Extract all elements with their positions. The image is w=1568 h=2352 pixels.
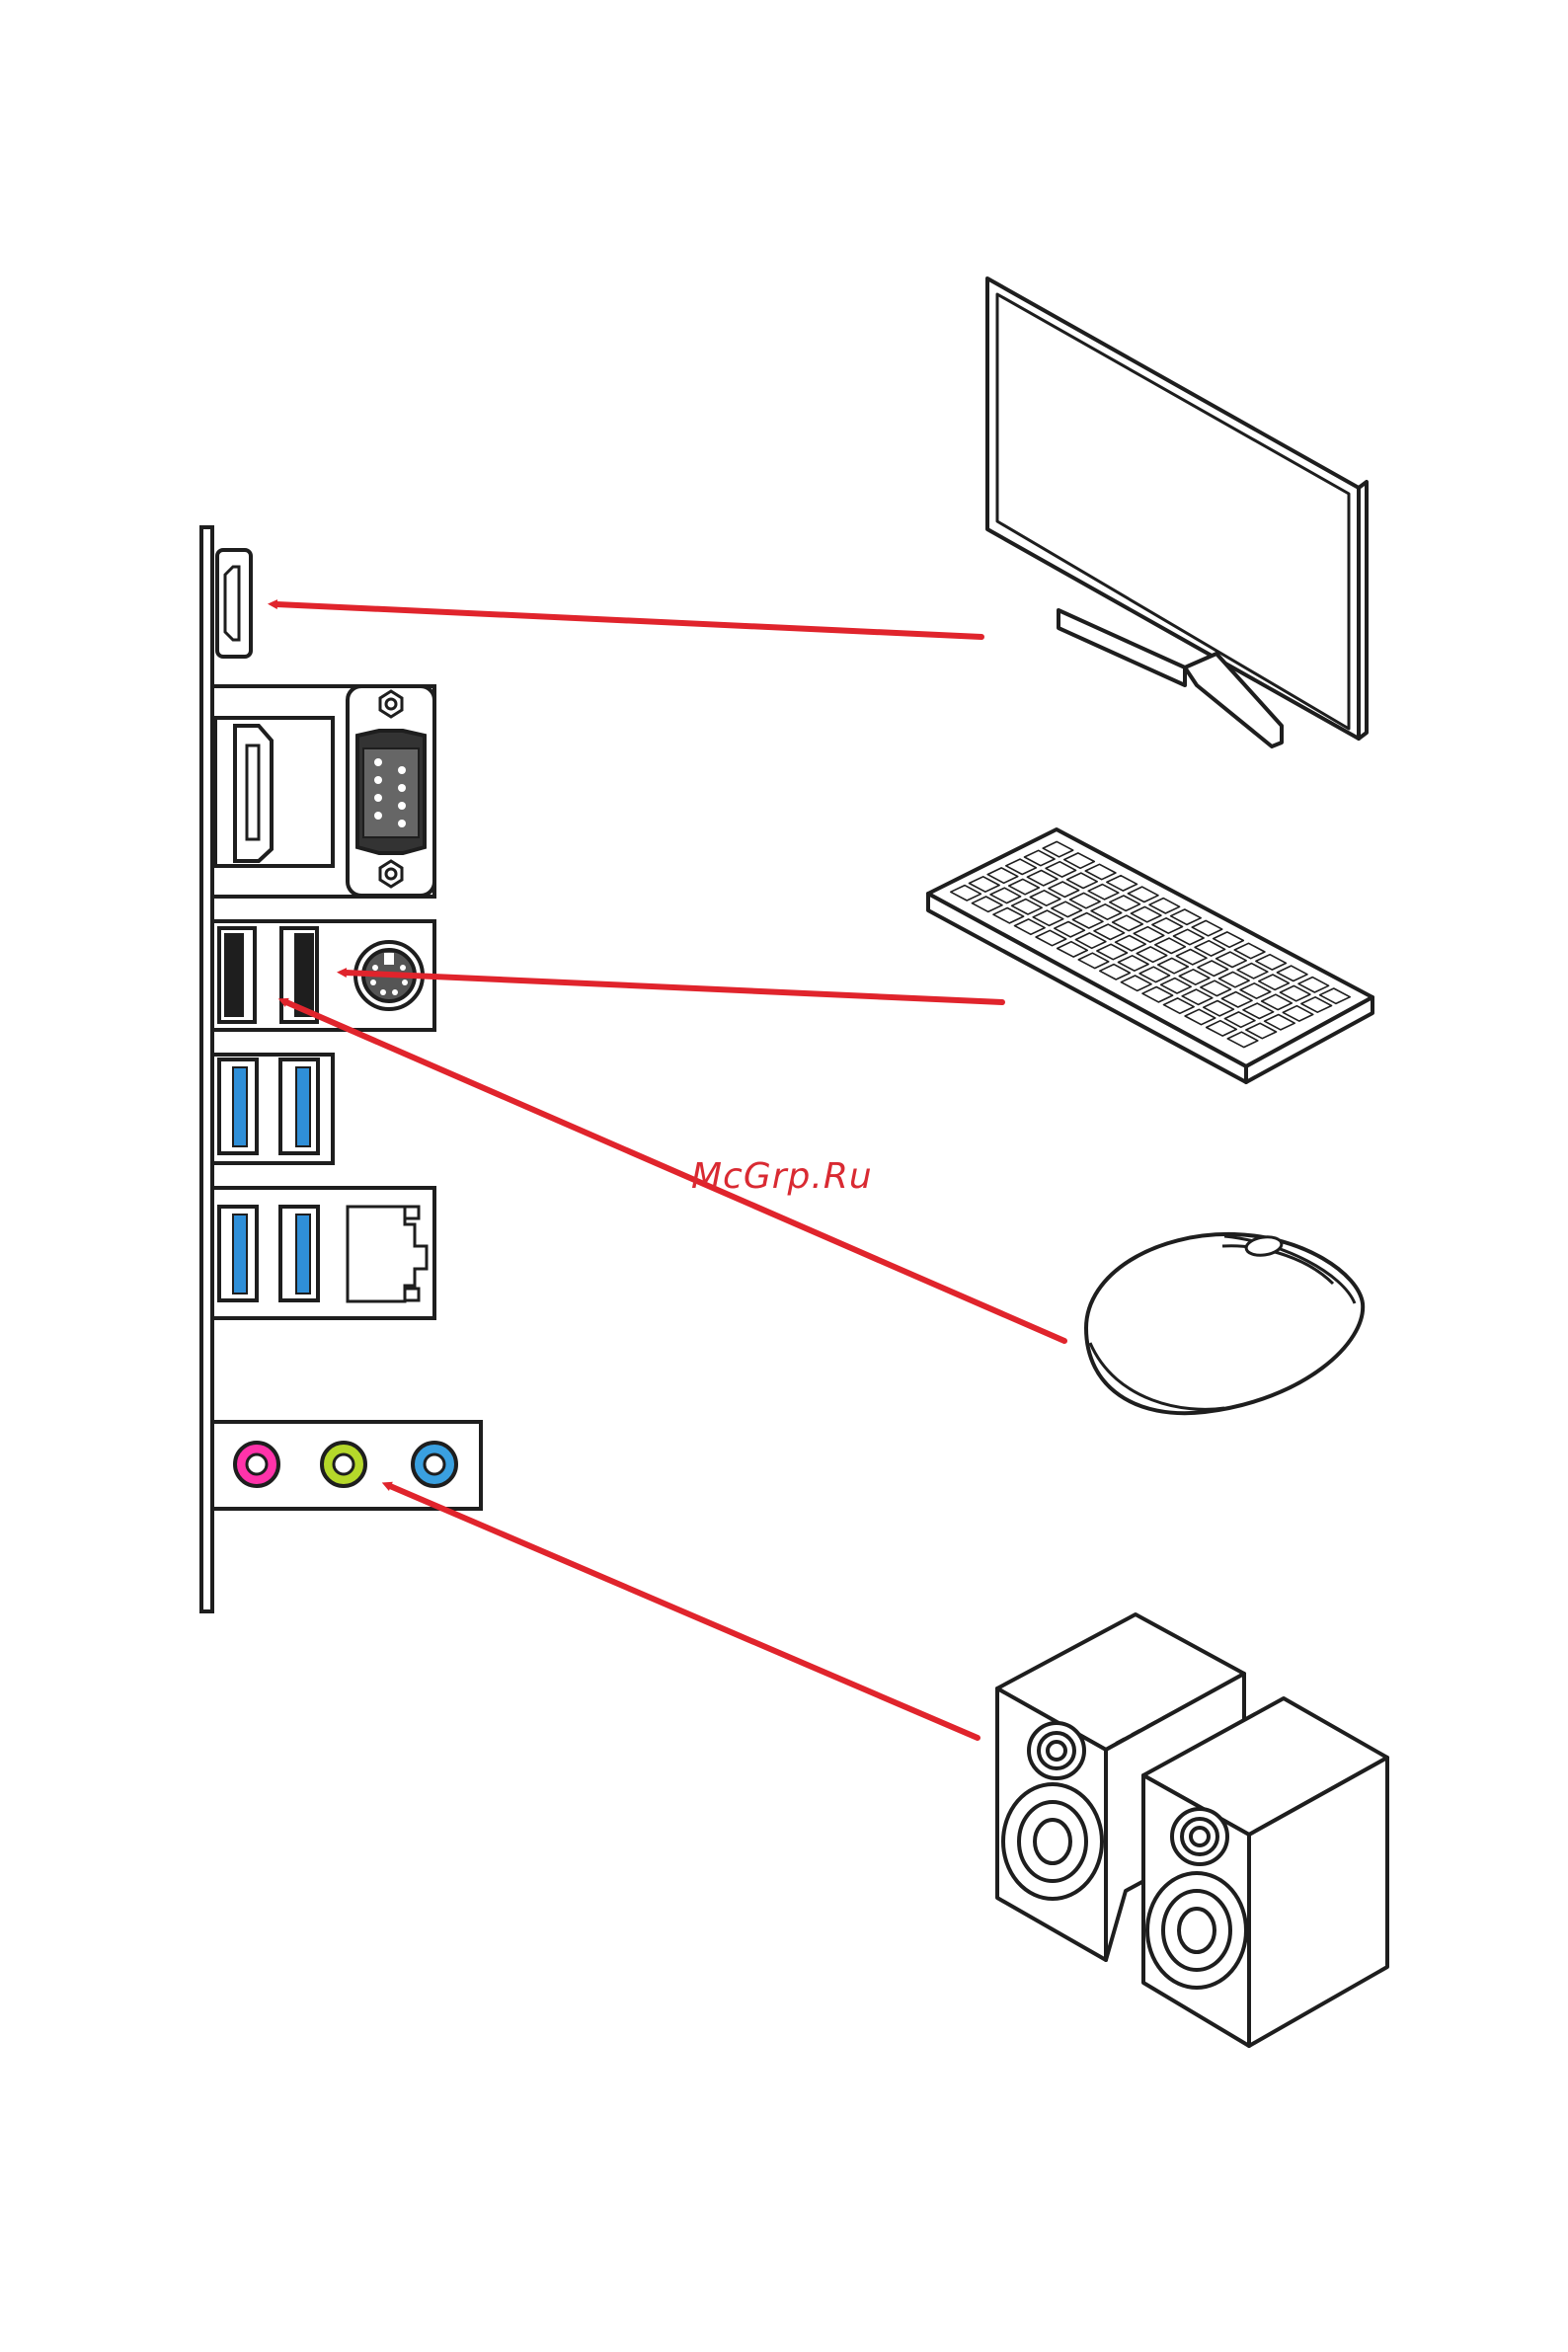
arrow-speakers-to-audio: [390, 1486, 978, 1738]
audio-line-out-jack: [322, 1443, 365, 1486]
usb3-port: [280, 1059, 318, 1153]
usb3-lan-block: [214, 1188, 434, 1318]
display-ports-block: [214, 686, 434, 897]
audio-line-in-jack: [235, 1443, 278, 1486]
hdmi-port-icon: [215, 718, 333, 866]
audio-block: [214, 1422, 481, 1509]
io-shield-plate: [201, 527, 212, 1611]
watermark: McGrp.Ru: [691, 1156, 873, 1197]
lan-port-icon: [348, 1207, 427, 1301]
usb2-port: [219, 928, 255, 1022]
speakers-icon: [997, 1614, 1387, 2046]
mouse-icon: [1086, 1234, 1363, 1413]
usb3-block: [214, 1055, 333, 1163]
usb3-port: [219, 1207, 257, 1300]
usb3-port: [280, 1207, 318, 1300]
hdmi-port: [217, 550, 251, 657]
usb3-port: [219, 1059, 257, 1153]
arrow-keyboard-to-usb: [346, 973, 1002, 1002]
keyboard-icon: [928, 829, 1372, 1082]
arrow-monitor-to-hdmi: [276, 604, 981, 637]
audio-mic-jack: [413, 1443, 456, 1486]
monitor-icon: [987, 278, 1367, 746]
